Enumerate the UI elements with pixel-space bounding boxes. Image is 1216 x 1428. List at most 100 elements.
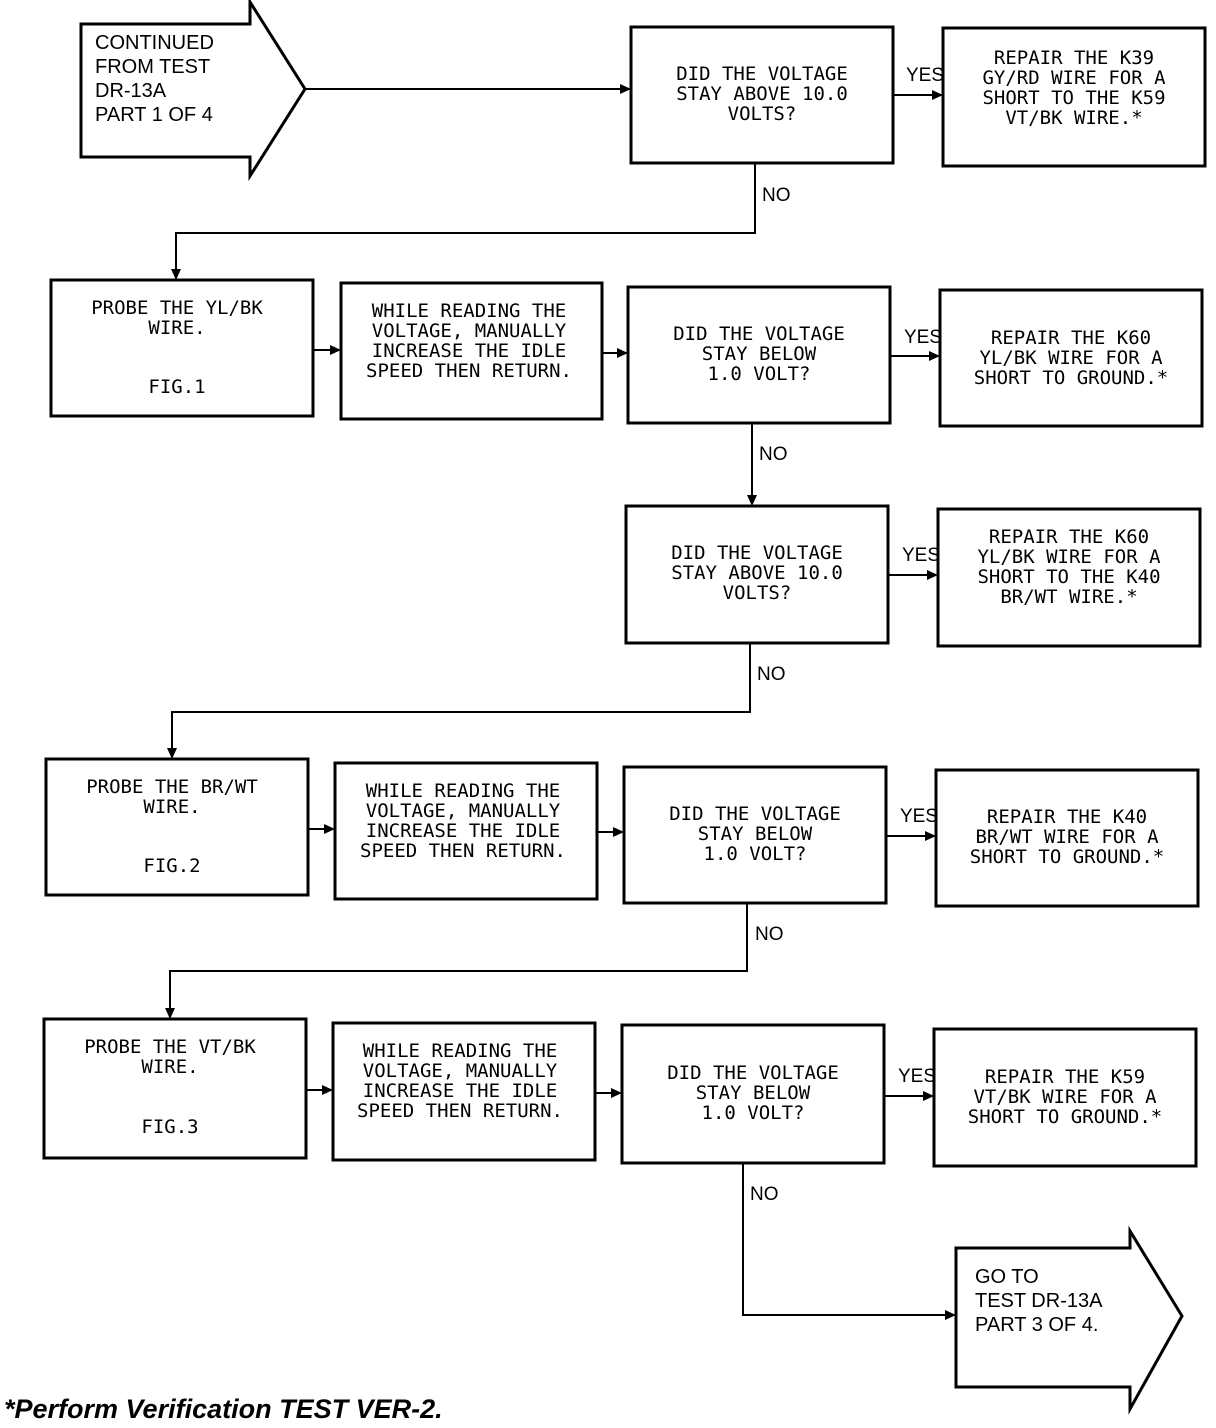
arrowhead [925, 831, 936, 841]
arrowhead [165, 1008, 175, 1019]
repair-text-line: REPAIR THE K40 [987, 806, 1147, 828]
decision-text-line: STAY BELOW [696, 1082, 811, 1104]
action-text-line: INCREASE THE IDLE [372, 340, 566, 362]
arrowhead [620, 84, 631, 94]
repair-text-line: SHORT TO GROUND.* [974, 367, 1168, 389]
action-text-line: VOLTAGE, MANUALLY [372, 320, 567, 342]
start-text-line: DR-13A [95, 80, 167, 102]
arrowhead [617, 348, 628, 358]
figure-reference: FIG.1 [148, 376, 205, 398]
end-text-line: GO TO [975, 1266, 1039, 1288]
start-text-line: PART 1 OF 4 [95, 104, 213, 126]
decision-text-line: STAY BELOW [698, 823, 813, 845]
action-box: WHILE READING THE VOLTAGE, MANUALLY INCR… [339, 281, 604, 421]
probe-text-line: PROBE THE VT/BK [84, 1036, 256, 1058]
repair-text-line: BR/WT WIRE FOR A [975, 826, 1159, 848]
no-label: NO [757, 664, 786, 685]
connector-line [175, 163, 756, 271]
connector-line [169, 903, 748, 1010]
probe-box: PROBE THE BR/WT WIRE. FIG.2 [44, 757, 310, 897]
start-arrow-shape: CONTINUED FROM TEST DR-13A PART 1 OF 4 [79, 0, 307, 182]
arrowhead [929, 351, 940, 361]
probe-box: PROBE THE VT/BK WIRE. FIG.3 [42, 1017, 308, 1160]
connector-line [171, 643, 751, 750]
repair-box: REPAIR THE K40 BR/WT WIRE FOR A SHORT TO… [934, 768, 1200, 908]
end-arrow-shape: GO TO TEST DR-13A PART 3 OF 4. [954, 1225, 1184, 1415]
start-text-line: CONTINUED [95, 32, 214, 54]
action-text-line: WHILE READING THE [363, 1040, 557, 1062]
decision-box: DID THE VOLTAGE STAY ABOVE 10.0 VOLTS? [624, 504, 890, 645]
action-box: WHILE READING THE VOLTAGE, MANUALLY INCR… [333, 761, 599, 901]
decision-text-line: STAY ABOVE 10.0 [676, 83, 848, 105]
arrowhead [611, 1088, 622, 1098]
action-box: WHILE READING THE VOLTAGE, MANUALLY INCR… [331, 1021, 597, 1162]
decision-text-line: VOLTS? [728, 103, 797, 125]
repair-text-line: VT/BK WIRE FOR A [973, 1086, 1157, 1108]
repair-text-line: REPAIR THE K60 [989, 526, 1149, 548]
decision-box: DID THE VOLTAGE STAY BELOW 1.0 VOLT? [626, 285, 892, 425]
decision-text-line: VOLTS? [723, 582, 792, 604]
action-text-line: SPEED THEN RETURN. [357, 1100, 563, 1122]
decision-box: DID THE VOLTAGE STAY BELOW 1.0 VOLT? [622, 765, 888, 905]
decision-text-line: STAY BELOW [702, 343, 817, 365]
action-text-line: VOLTAGE, MANUALLY [366, 800, 561, 822]
arrowhead [322, 1085, 333, 1095]
probe-text-line: WIRE. [143, 796, 200, 818]
repair-text-line: YL/BK WIRE FOR A [977, 546, 1161, 568]
probe-box: PROBE THE YL/BK WIRE. FIG.1 [49, 278, 315, 418]
repair-text-line: SHORT TO GROUND.* [970, 846, 1164, 868]
arrowhead [945, 1310, 956, 1320]
repair-text-line: SHORT TO THE K40 [977, 566, 1160, 588]
arrowhead [613, 827, 624, 837]
decision-text-line: DID THE VOLTAGE [676, 63, 848, 85]
yes-label: YES [906, 65, 944, 86]
decision-box: DID THE VOLTAGE STAY ABOVE 10.0 VOLTS? [629, 25, 895, 165]
action-text-line: INCREASE THE IDLE [366, 820, 560, 842]
arrowhead [330, 345, 341, 355]
end-text-line: PART 3 OF 4. [975, 1314, 1098, 1336]
repair-text-line: SHORT TO THE K59 [982, 87, 1165, 109]
yes-label: YES [900, 806, 938, 827]
no-label: NO [750, 1184, 779, 1205]
end-text-line: TEST DR-13A [975, 1290, 1103, 1312]
decision-text-line: DID THE VOLTAGE [671, 542, 843, 564]
no-label: NO [755, 924, 784, 945]
repair-text-line: YL/BK WIRE FOR A [979, 347, 1163, 369]
repair-box: REPAIR THE K59 VT/BK WIRE FOR A SHORT TO… [932, 1027, 1198, 1168]
arrowhead [927, 570, 938, 580]
probe-text-line: PROBE THE YL/BK [91, 297, 263, 319]
action-text-line: SPEED THEN RETURN. [360, 840, 566, 862]
action-text-line: VOLTAGE, MANUALLY [363, 1060, 558, 1082]
action-text-line: INCREASE THE IDLE [363, 1080, 557, 1102]
action-text-line: WHILE READING THE [372, 300, 566, 322]
decision-box: DID THE VOLTAGE STAY BELOW 1.0 VOLT? [620, 1023, 886, 1165]
yes-label: YES [904, 327, 942, 348]
no-label: NO [759, 444, 788, 465]
action-text-line: WHILE READING THE [366, 780, 560, 802]
footnote: *Perform Verification TEST VER-2. [4, 1394, 443, 1424]
decision-text-line: STAY ABOVE 10.0 [671, 562, 843, 584]
probe-text-line: WIRE. [141, 1056, 198, 1078]
probe-text-line: WIRE. [148, 317, 205, 339]
yes-label: YES [898, 1066, 936, 1087]
start-text-line: FROM TEST [95, 56, 210, 78]
repair-text-line: REPAIR THE K59 [985, 1066, 1145, 1088]
arrowhead [932, 90, 943, 100]
repair-text-line: REPAIR THE K39 [994, 47, 1154, 69]
repair-box: REPAIR THE K60 YL/BK WIRE FOR A SHORT TO… [936, 507, 1202, 648]
probe-text-line: PROBE THE BR/WT [86, 776, 258, 798]
decision-text-line: DID THE VOLTAGE [669, 803, 841, 825]
arrowhead [171, 269, 181, 280]
repair-text-line: VT/BK WIRE.* [1005, 107, 1142, 129]
decision-text-line: DID THE VOLTAGE [673, 323, 845, 345]
repair-text-line: SHORT TO GROUND.* [968, 1106, 1162, 1128]
decision-text-line: DID THE VOLTAGE [667, 1062, 839, 1084]
figure-reference: FIG.2 [143, 855, 200, 877]
decision-text-line: 1.0 VOLT? [708, 363, 811, 385]
repair-box: REPAIR THE K60 YL/BK WIRE FOR A SHORT TO… [938, 288, 1204, 428]
repair-text-line: BR/WT WIRE.* [1000, 586, 1137, 608]
decision-text-line: 1.0 VOLT? [704, 843, 807, 865]
connectors [165, 84, 956, 1320]
arrowhead [167, 748, 177, 759]
